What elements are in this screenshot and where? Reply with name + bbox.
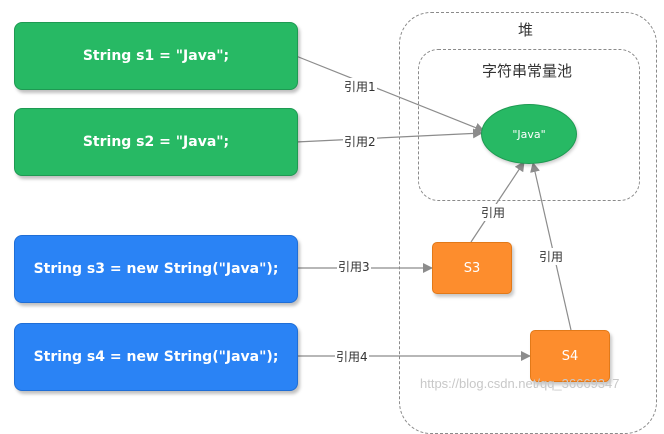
statement-box-s1: String s1 = "Java"; <box>14 22 298 90</box>
statement-box-s4: String s4 = new String("Java"); <box>14 323 298 391</box>
string-pool-region <box>418 49 640 201</box>
heap-object-s3-label: S3 <box>463 260 481 276</box>
heap-object-s4: S4 <box>530 330 610 382</box>
string-literal-node: "Java" <box>481 104 577 164</box>
arrow-object-s4-to-literal <box>530 162 572 331</box>
edge-label-object-s4-ref: 引用 <box>538 248 565 265</box>
edge-label-object-s3-ref: 引用 <box>480 204 507 221</box>
statement-text-s3: String s3 = new String("Java"); <box>33 261 279 277</box>
edge-label-ref1: 引用1 <box>343 78 377 95</box>
heap-title: 堆 <box>518 21 534 39</box>
statement-box-s2: String s2 = "Java"; <box>14 108 298 176</box>
string-pool-title: 字符串常量池 <box>482 62 573 80</box>
diagram: 堆 字符串常量池 引用1 引用2 引用3 引用4 引用 引用 String s1… <box>14 12 657 434</box>
arrow-s2-to-literal <box>295 128 483 143</box>
heap-object-s3: S3 <box>432 242 512 294</box>
edge-label-ref3: 引用3 <box>337 258 371 275</box>
statement-text-s2: String s2 = "Java"; <box>82 134 230 150</box>
watermark-text: https://blog.csdn.net/qq_36669347 <box>420 376 620 391</box>
edge-label-ref4: 引用4 <box>335 348 369 365</box>
statement-text-s1: String s1 = "Java"; <box>82 48 230 64</box>
edge-label-ref2: 引用2 <box>343 133 377 150</box>
heap-object-s4-label: S4 <box>561 348 579 364</box>
arrow-object-s3-to-literal <box>470 161 525 243</box>
string-literal-text: "Java" <box>512 127 546 141</box>
arrow-s1-to-literal <box>295 55 485 133</box>
statement-text-s4: String s4 = new String("Java"); <box>33 349 279 365</box>
statement-box-s3: String s3 = new String("Java"); <box>14 235 298 303</box>
